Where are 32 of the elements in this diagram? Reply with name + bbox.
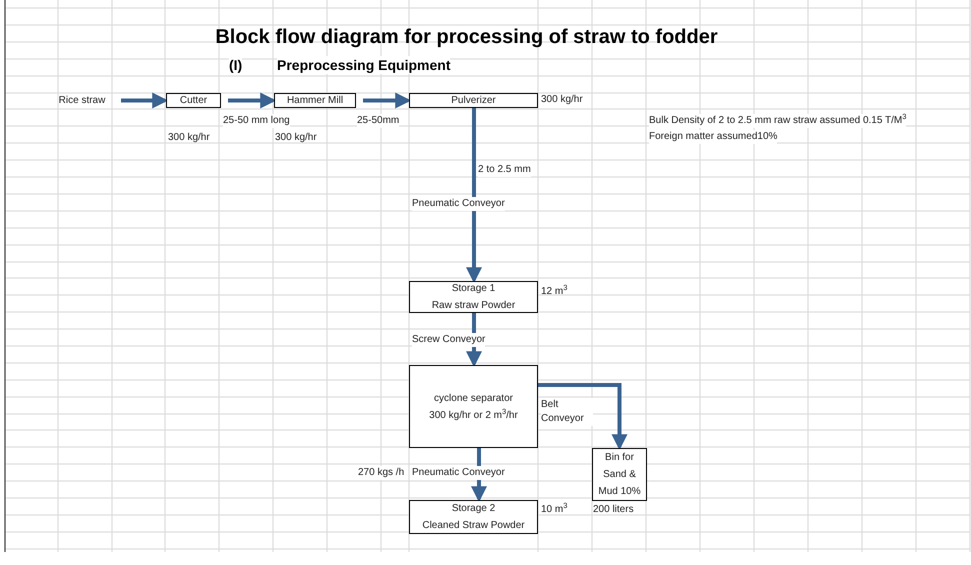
process-box: Cutter	[166, 93, 221, 108]
annotation-text: 300 kg/hr	[275, 131, 317, 145]
subtitle: Preprocessing Equipment	[277, 56, 450, 74]
process-box: Storage 2 Cleaned Straw Powder	[409, 500, 538, 534]
annotation-text: Screw Conveyor	[412, 333, 486, 347]
annotation-text: 200 liters	[593, 503, 634, 517]
arrow	[228, 92, 276, 108]
annotation-text: Foreign matter assumed10%	[649, 130, 778, 144]
arrow	[121, 92, 168, 108]
annotation-text: 270 kgs /h	[358, 466, 404, 480]
process-box: Storage 1 Raw straw Powder	[409, 281, 538, 313]
annotation-text: 300 kg/hr	[541, 93, 583, 107]
subtitle: (I)	[229, 56, 242, 74]
annotation-text: 10 m$^{3}$	[541, 503, 568, 517]
annotation-text: Pneumatic Conveyor	[412, 197, 505, 211]
annotation-text: 25-50 mm long	[223, 114, 290, 128]
annotation-text: 2 to 2.5 mm	[478, 163, 531, 177]
annotation-text: Belt Conveyor	[541, 398, 593, 426]
input-label: Rice straw	[50, 93, 114, 108]
annotation-text: Pneumatic Conveyor	[412, 466, 505, 480]
annotation-text: 25-50mm	[357, 114, 400, 128]
process-box: Pulverizer	[409, 93, 538, 108]
arrow	[363, 92, 412, 108]
annotation-text: 12 m$^{3}$	[541, 285, 568, 299]
arrow	[466, 108, 482, 284]
process-box: Hammer Mill	[274, 93, 356, 108]
process-box: Bin for Sand & Mud 10%	[592, 448, 647, 501]
arrow	[538, 383, 628, 450]
diagram-title: Block flow diagram for processing of straw to fodder	[214, 25, 719, 50]
annotation-text: Bulk Density of 2 to 2.5 mm raw straw assumed 0.15 T/M$^{3}$	[649, 114, 906, 128]
annotation-text: 300 kg/hr	[168, 131, 210, 145]
process-box: cyclone separator 300 kg/hr or 2 m$^{3}$/hr	[409, 365, 538, 448]
